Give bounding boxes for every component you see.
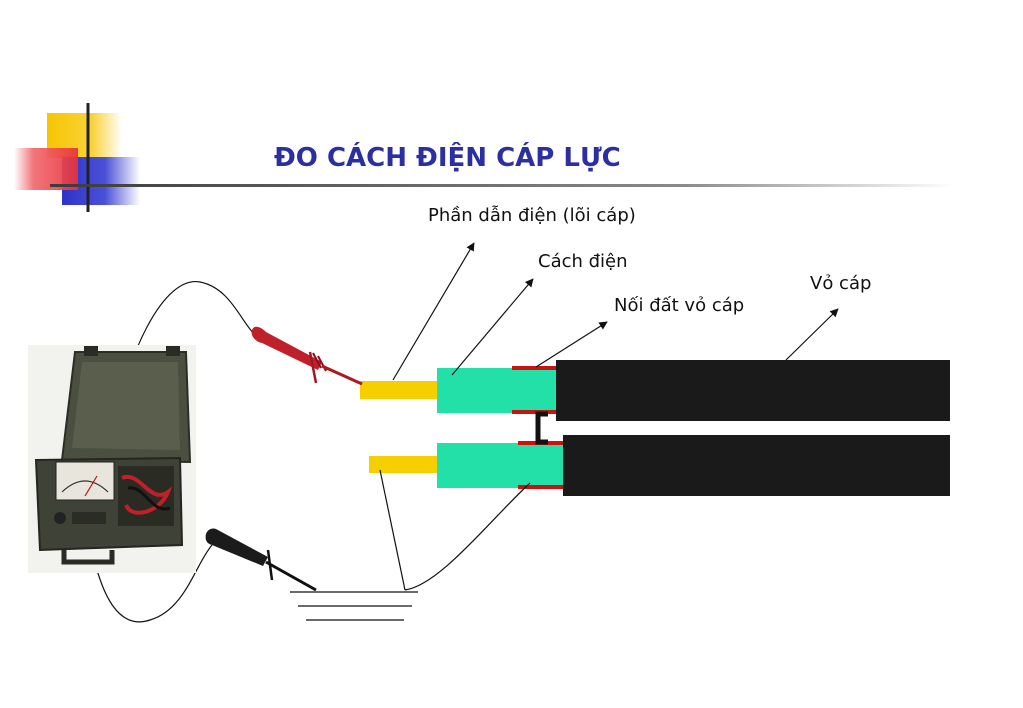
- insulation-tester-icon: [28, 345, 196, 573]
- arrow-conductor: [392, 242, 475, 381]
- black-test-probe-icon: [205, 528, 317, 592]
- label-conductor: Phần dẫn điện (lõi cáp): [428, 205, 636, 226]
- lower-cable: [369, 435, 950, 496]
- title-decoration: [14, 103, 955, 212]
- upper-insulation: [437, 368, 558, 413]
- slide-title: ĐO CÁCH ĐIỆN CÁP LỰC: [274, 143, 621, 173]
- upper-conductor-core: [360, 381, 438, 399]
- earth-lead-to-cable: [404, 482, 531, 591]
- sheath-earth-bridge: [535, 411, 548, 445]
- deco-red-square: [14, 148, 78, 190]
- lower-insulation: [437, 443, 565, 488]
- ground-symbol-icon: [290, 591, 418, 621]
- upper-cable: [360, 360, 950, 421]
- arrow-insulation: [451, 278, 534, 376]
- upper-earth-band-bottom: [512, 410, 558, 414]
- upper-earth-band-top: [512, 366, 558, 370]
- black-test-lead: [87, 529, 213, 623]
- lower-conductor-core: [369, 456, 438, 473]
- lower-cable-sheath: [563, 435, 950, 496]
- upper-cable-sheath: [556, 360, 950, 421]
- arrow-sheath: [785, 308, 839, 361]
- arrow-earthing: [535, 321, 608, 368]
- label-sheath: Vỏ cáp: [810, 273, 872, 294]
- label-insulation: Cách điện: [538, 251, 628, 272]
- red-test-probe-icon: [251, 326, 363, 386]
- earth-lead-to-core: [379, 469, 406, 591]
- label-earthing: Nối đất vỏ cáp: [614, 295, 745, 316]
- lower-earth-band-bottom: [518, 485, 564, 489]
- title-rule: [50, 184, 955, 187]
